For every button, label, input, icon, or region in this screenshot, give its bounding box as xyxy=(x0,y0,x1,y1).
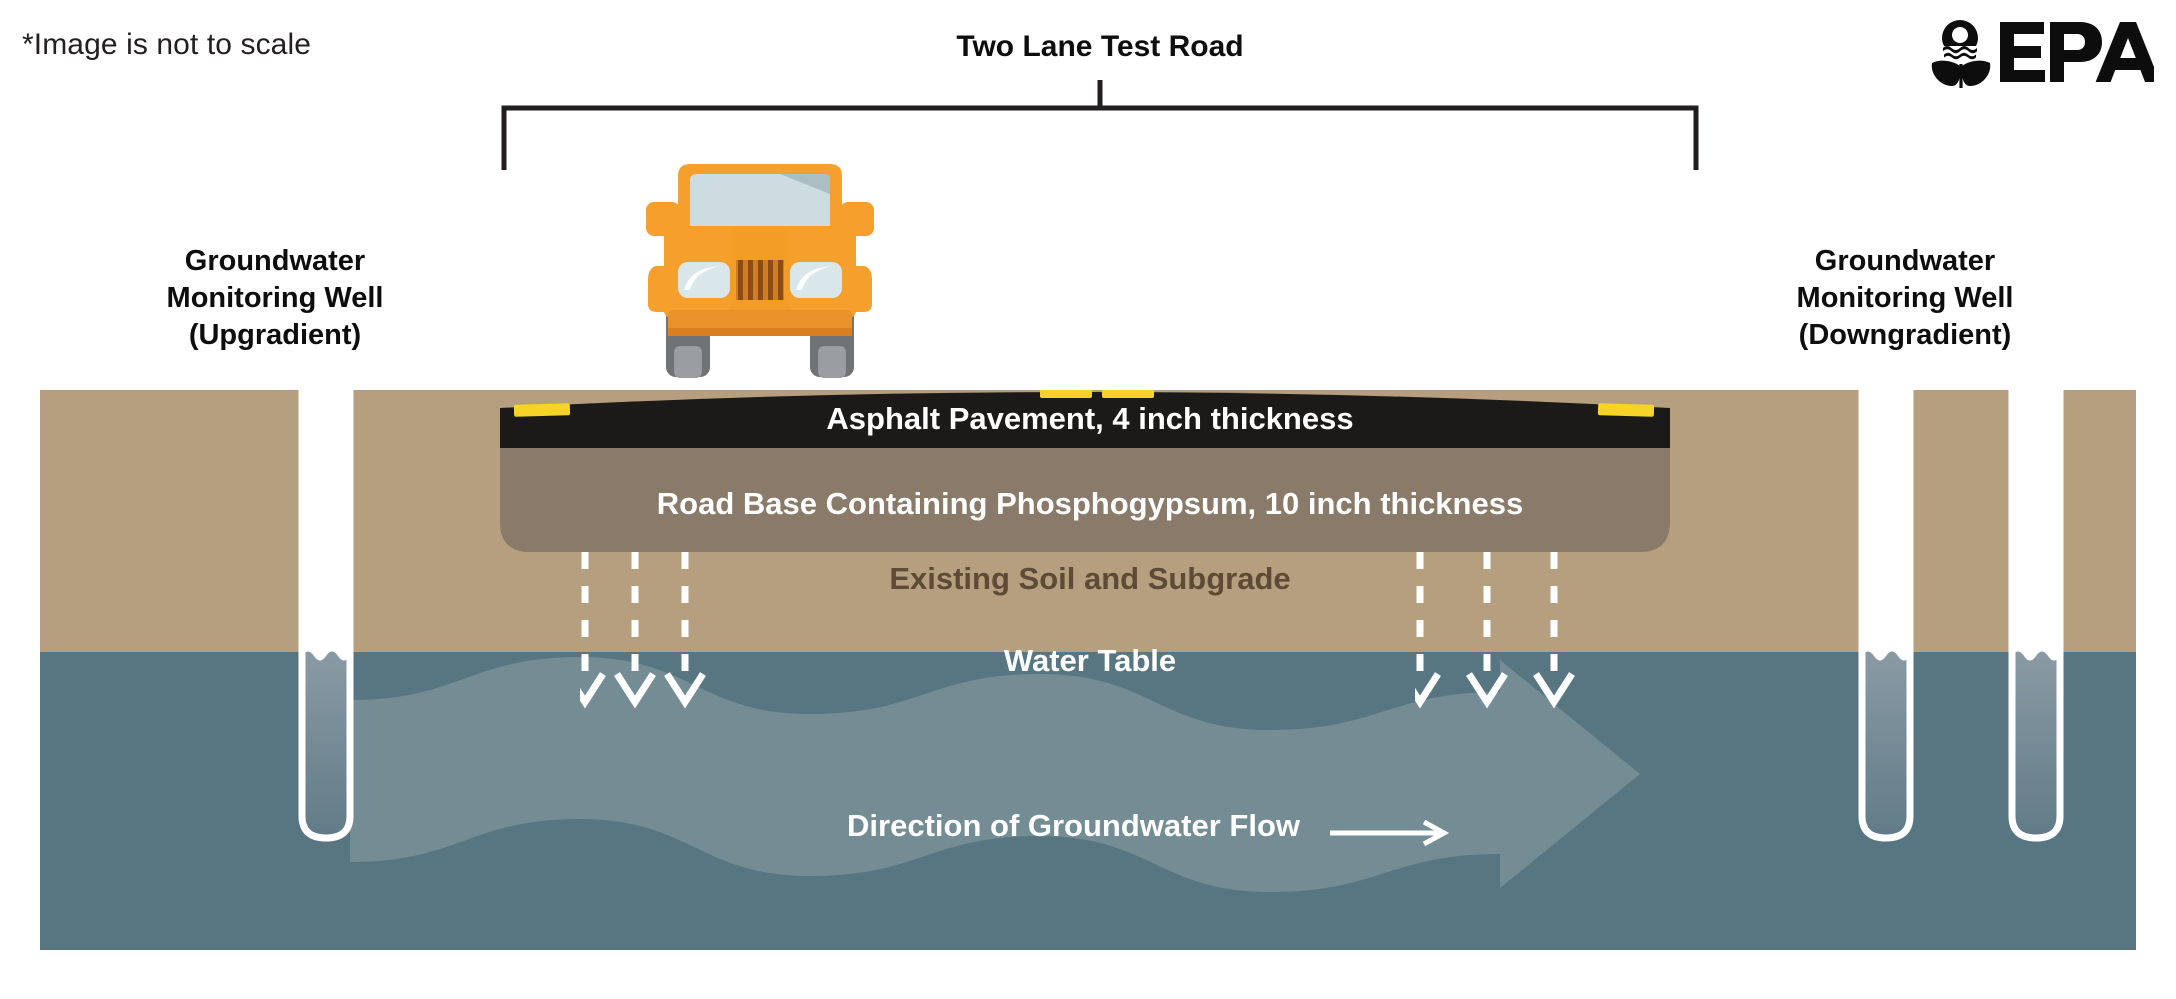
asphalt-shape xyxy=(500,392,1670,448)
road-span-bracket xyxy=(500,80,1700,170)
well-water-column xyxy=(2012,651,2060,838)
well-label-upgradient-line2: Monitoring Well xyxy=(166,282,384,315)
monitoring-well-downgradient-a[interactable] xyxy=(1848,378,1940,878)
infiltration-arrows-right xyxy=(1415,552,1575,709)
road-base-layer-label: Road Base Containing Phosphogypsum, 10 i… xyxy=(656,486,1524,521)
water-table-label: Water Table xyxy=(1003,643,1177,678)
well-label-downgradient: Groundwater Monitoring Well (Downgradien… xyxy=(1735,243,2075,354)
subgrade-layer-label: Existing Soil and Subgrade xyxy=(889,561,1291,596)
monitoring-well-upgradient[interactable] xyxy=(288,378,380,878)
well-label-upgradient: Groundwater Monitoring Well (Upgradient) xyxy=(105,243,445,354)
groundwater-flow-caption: Direction of Groundwater Flow xyxy=(847,808,1300,843)
lane-marking-right xyxy=(1597,403,1655,417)
lane-marking-left xyxy=(513,403,571,417)
well-label-downgradient-line2: Monitoring Well xyxy=(1796,282,2014,315)
page-title: Two Lane Test Road xyxy=(956,30,1244,63)
lane-marking-center-1 xyxy=(1040,386,1092,398)
well-water-column xyxy=(1862,651,1910,838)
orange-truck-icon xyxy=(630,150,890,390)
asphalt-layer-label: Asphalt Pavement, 4 inch thickness xyxy=(826,401,1354,436)
epa-seal-icon xyxy=(1931,20,1991,88)
well-label-upgradient-line3: (Upgradient) xyxy=(188,319,362,352)
epa-wordmark xyxy=(2000,22,2160,82)
well-label-upgradient-line1: Groundwater xyxy=(184,245,366,277)
infiltration-arrows-left xyxy=(580,552,706,709)
cross-section: Asphalt Pavement, 4 inch thickness Road … xyxy=(40,386,2136,950)
groundwater-flow-band xyxy=(350,657,1640,892)
epa-logo xyxy=(1924,14,2160,90)
lane-marking-center-2 xyxy=(1102,386,1154,398)
right-arrow-icon xyxy=(1330,820,1450,846)
road-base-shape xyxy=(500,448,1670,552)
well-water-column xyxy=(302,651,350,838)
well-label-downgradient-line3: (Downgradient) xyxy=(1798,319,2012,352)
monitoring-well-downgradient-b[interactable] xyxy=(1998,378,2090,878)
not-to-scale-note: *Image is not to scale xyxy=(22,28,312,61)
well-label-downgradient-line1: Groundwater xyxy=(1814,245,1996,277)
road-structure xyxy=(40,386,2136,650)
